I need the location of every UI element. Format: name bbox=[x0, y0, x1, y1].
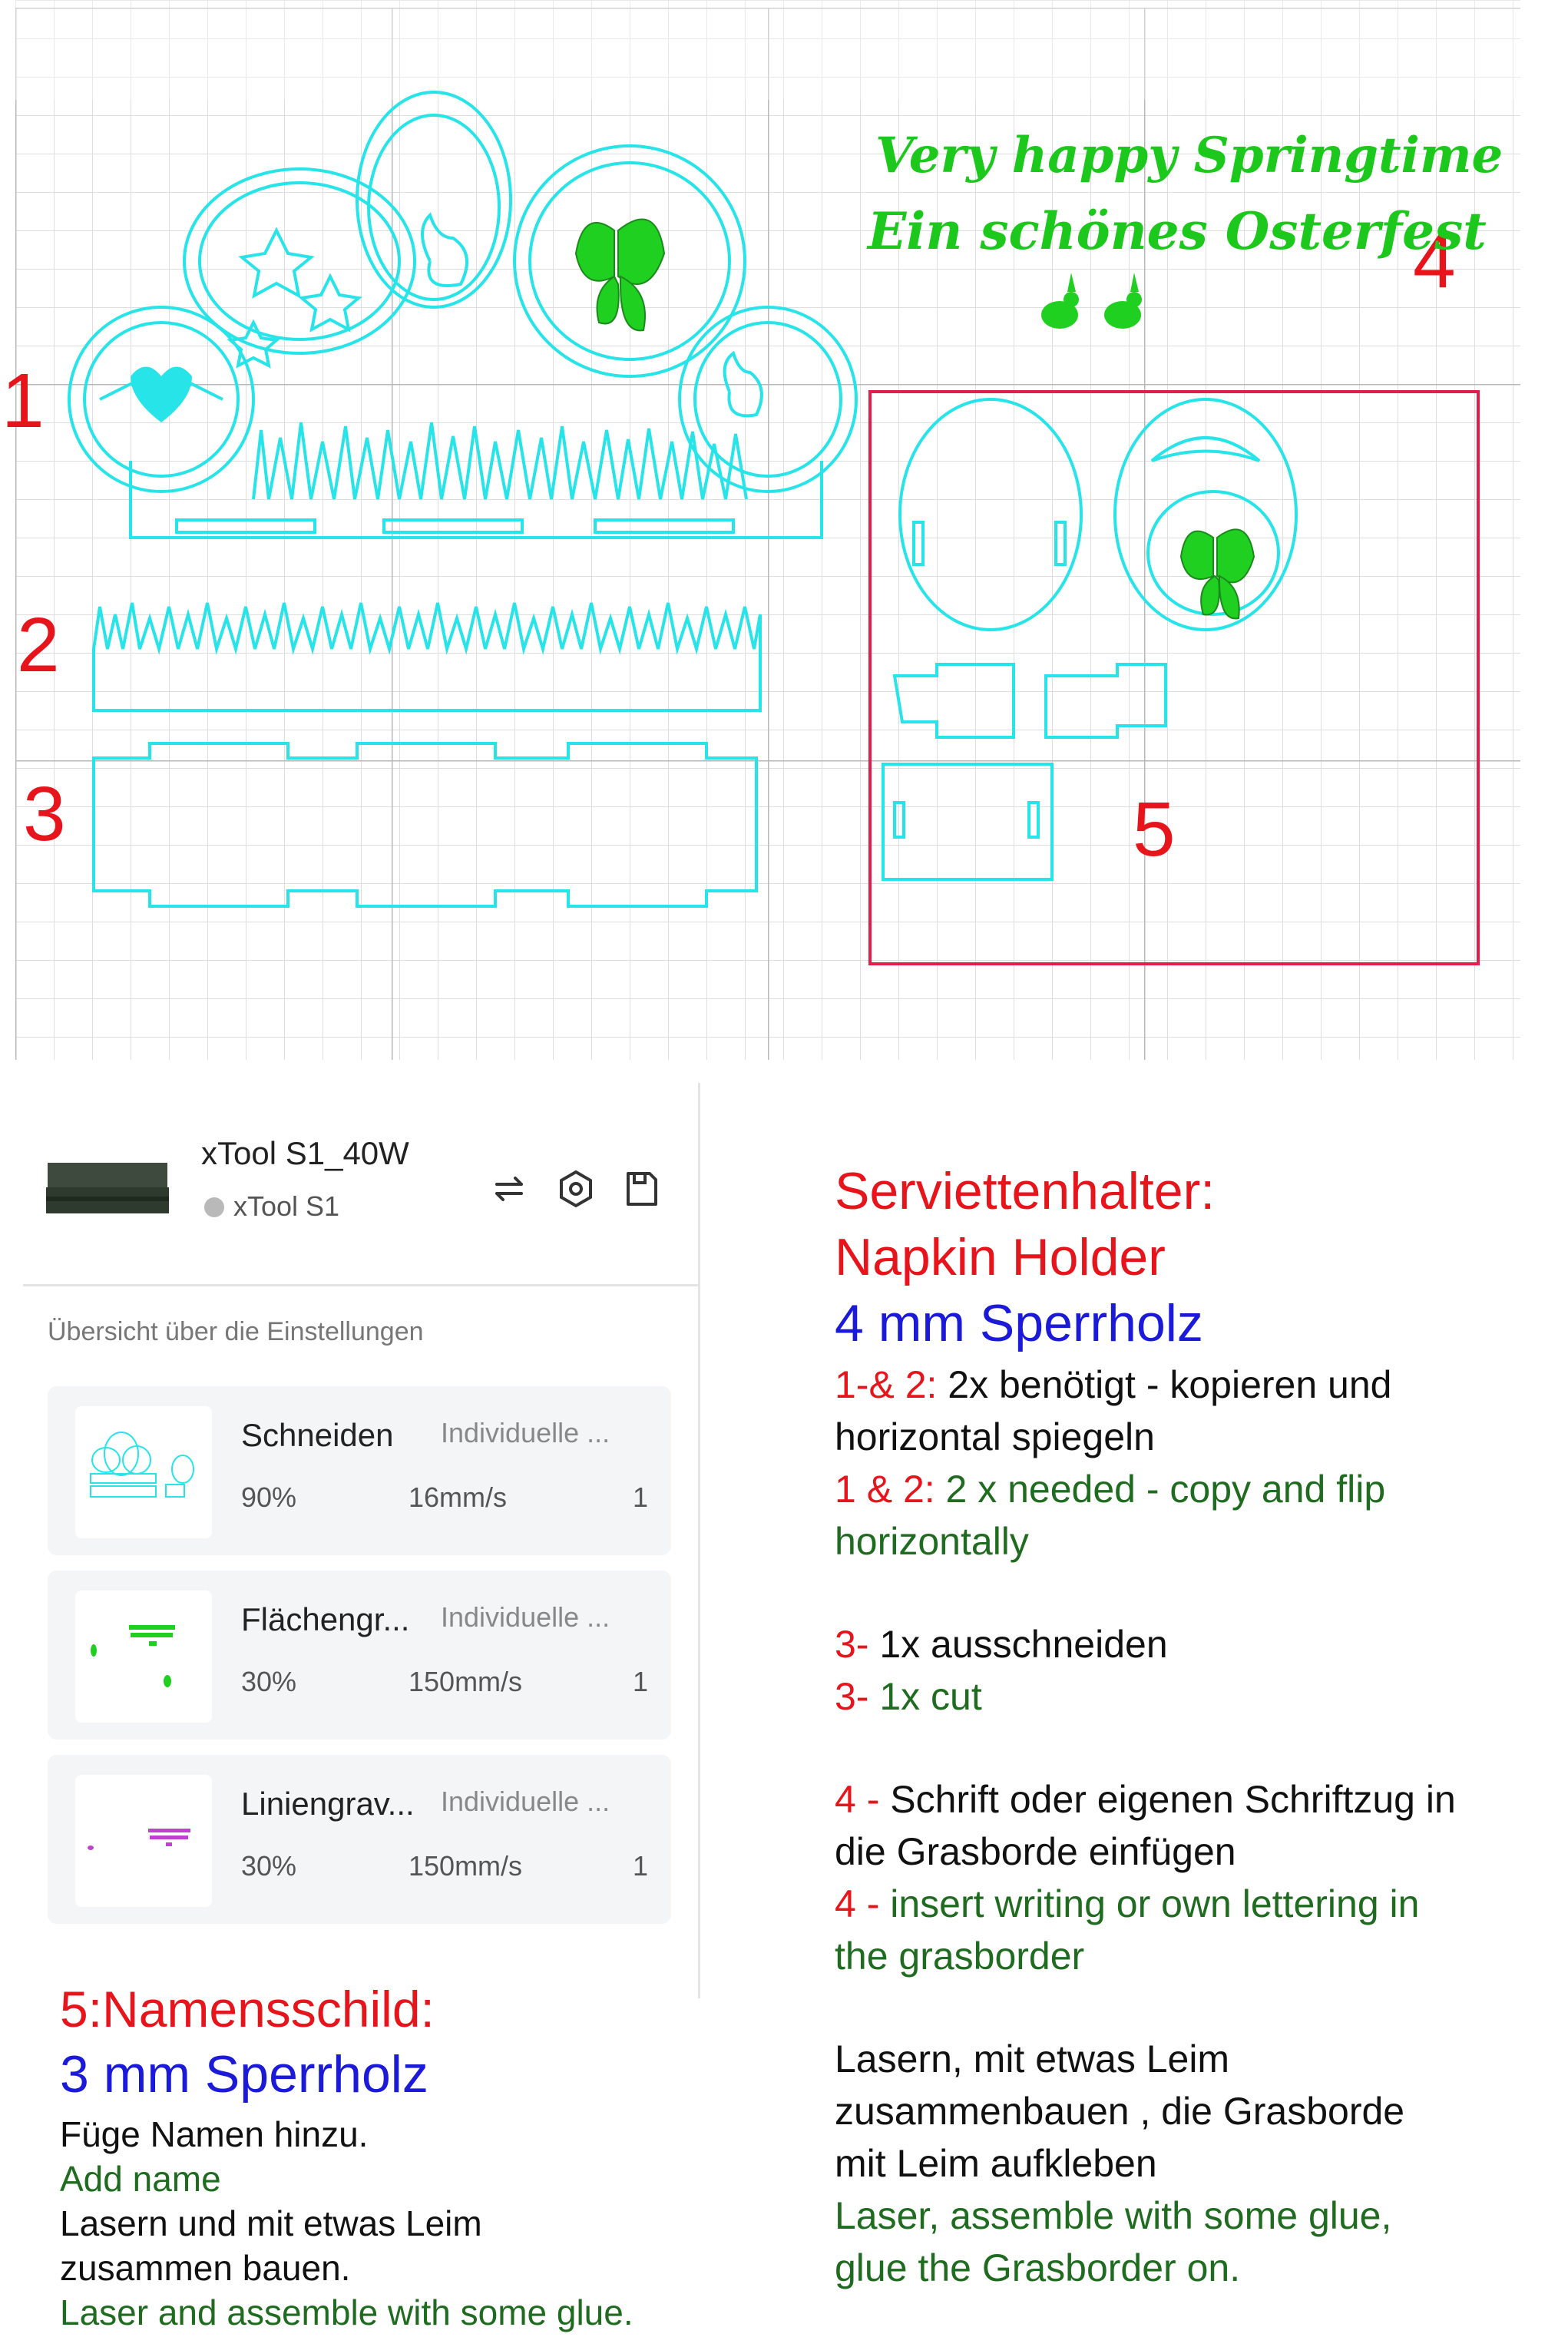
step-4-en-cont: the grasborder bbox=[835, 1935, 1085, 1978]
name-sign-line4: zusammen bauen. bbox=[60, 2248, 351, 2288]
step-3-en: 3- 1x cut bbox=[835, 1674, 982, 1719]
name-sign-line5: Laser and assemble with some glue. bbox=[60, 2292, 633, 2332]
part-2-grass-border[interactable] bbox=[92, 602, 762, 712]
layer-power: 30% bbox=[241, 1666, 297, 1697]
step-prefix: 4 - bbox=[835, 1882, 880, 1925]
name-sign-material: 3 mm Sperrholz bbox=[60, 2045, 428, 2104]
butterfly-engrave-2 bbox=[1179, 528, 1255, 620]
part-5-pieces[interactable] bbox=[882, 398, 1298, 881]
layer-power: 90% bbox=[241, 1481, 297, 1513]
butterfly-engrave-1 bbox=[574, 218, 666, 332]
device-model-label: xTool S1 bbox=[233, 1190, 340, 1222]
assembly-en-2: glue the Grasborder on. bbox=[835, 2246, 1241, 2289]
step-4-de-cont: die Grasborde einfügen bbox=[835, 1830, 1236, 1873]
heart-engrave bbox=[131, 366, 192, 422]
step-4-en: 4 - insert writing or own lettering in bbox=[835, 1882, 1419, 1926]
panel-divider-vertical bbox=[698, 1083, 700, 1998]
label-1: 1 bbox=[2, 358, 45, 444]
step-prefix: 1 & 2: bbox=[835, 1468, 935, 1511]
layer-card-line-engrave[interactable]: Liniengrav... Individuelle ... 30% 150mm… bbox=[48, 1755, 671, 1924]
layer-thumbnail bbox=[75, 1775, 212, 1907]
settings-hexagon-icon[interactable] bbox=[554, 1167, 597, 1210]
step-text: 2 x needed - copy and flip bbox=[935, 1468, 1386, 1511]
script-text-line1[interactable]: Very happy Springtime bbox=[875, 127, 1503, 184]
layer-card-cut[interactable]: Schneiden Individuelle ... 90% 16mm/s 1 bbox=[48, 1386, 671, 1555]
overview-title: Übersicht über die Einstellungen bbox=[48, 1317, 424, 1346]
holder-title-en: Napkin Holder bbox=[835, 1228, 1166, 1286]
label-4: 4 bbox=[1413, 218, 1456, 304]
device-image bbox=[46, 1163, 169, 1213]
layer-mode[interactable]: Individuelle ... bbox=[441, 1417, 610, 1448]
assembly-de-2: zusammenbauen , die Grasborde bbox=[835, 2090, 1405, 2133]
canvas-drawing[interactable] bbox=[0, 0, 1568, 1060]
part-1-holder[interactable] bbox=[68, 91, 858, 539]
layer-name: Schneiden bbox=[241, 1417, 394, 1453]
part-5-frame[interactable] bbox=[868, 390, 1480, 965]
layer-name: Liniengrav... bbox=[241, 1786, 415, 1822]
layer-mode[interactable]: Individuelle ... bbox=[441, 1601, 610, 1633]
layer-speed: 150mm/s bbox=[409, 1850, 523, 1882]
step-1-en: 1 & 2: 2 x needed - copy and flip bbox=[835, 1467, 1385, 1511]
step-3-de: 3- 1x ausschneiden bbox=[835, 1622, 1168, 1667]
step-prefix: 1-& 2: bbox=[835, 1363, 938, 1406]
name-sign-line3: Lasern und mit etwas Leim bbox=[60, 2203, 482, 2243]
part-3-base[interactable] bbox=[92, 742, 758, 908]
label-3: 3 bbox=[23, 771, 66, 857]
step-4-de: 4 - Schrift oder eigenen Schriftzug in bbox=[835, 1777, 1456, 1822]
device-model: xTool S1 bbox=[204, 1190, 339, 1223]
label-2: 2 bbox=[17, 602, 60, 688]
layer-passes: 1 bbox=[632, 1666, 648, 1697]
layer-card-fill-engrave[interactable]: Flächengr... Individuelle ... 30% 150mm/… bbox=[48, 1571, 671, 1740]
layer-passes: 1 bbox=[632, 1850, 648, 1882]
layer-power: 30% bbox=[241, 1850, 297, 1882]
step-1-en-cont: horizontally bbox=[835, 1520, 1029, 1563]
step-text: Schrift oder eigenen Schriftzug in bbox=[879, 1778, 1456, 1821]
holder-title-de: Serviettenhalter: bbox=[835, 1162, 1216, 1220]
bunny-line-engrave bbox=[1104, 273, 1142, 329]
step-text: 2x benötigt - kopieren und bbox=[937, 1363, 1392, 1406]
layer-thumbnail bbox=[75, 1591, 212, 1723]
layer-name: Flächengr... bbox=[241, 1601, 410, 1637]
layer-speed: 150mm/s bbox=[409, 1666, 523, 1697]
design-canvas[interactable]: 1 2 3 4 5 Very happy Springtime Ein schö… bbox=[0, 0, 1568, 1060]
step-text: insert writing or own lettering in bbox=[879, 1882, 1420, 1925]
step-prefix: 4 - bbox=[835, 1778, 880, 1821]
step-text: 1x ausschneiden bbox=[868, 1623, 1168, 1666]
name-sign-title: 5:Namensschild: bbox=[60, 1981, 435, 2037]
step-prefix: 3- bbox=[835, 1623, 869, 1666]
save-icon[interactable] bbox=[620, 1167, 663, 1210]
label-5: 5 bbox=[1133, 786, 1176, 872]
settings-panel: xTool S1_40W xTool S1 Übersicht über die… bbox=[0, 1083, 700, 1998]
layer-passes: 1 bbox=[632, 1481, 648, 1513]
step-prefix: 3- bbox=[835, 1675, 869, 1718]
bunnies-engrave bbox=[1041, 273, 1079, 329]
ruler-band bbox=[15, 0, 1520, 100]
step-1-de-cont: horizontal spiegeln bbox=[835, 1415, 1155, 1458]
assembly-de-3: mit Leim aufkleben bbox=[835, 2142, 1157, 2185]
step-text: 1x cut bbox=[868, 1675, 982, 1718]
layer-thumbnail bbox=[75, 1406, 212, 1538]
device-name: xTool S1_40W bbox=[201, 1135, 409, 1171]
holder-material: 4 mm Sperrholz bbox=[835, 1294, 1203, 1352]
layer-mode[interactable]: Individuelle ... bbox=[441, 1786, 610, 1817]
panel-divider-horizontal bbox=[23, 1284, 700, 1286]
assembly-en-1: Laser, assemble with some glue, bbox=[835, 2194, 1392, 2237]
swap-icon[interactable] bbox=[488, 1167, 531, 1210]
layer-speed: 16mm/s bbox=[409, 1481, 508, 1513]
script-text-line2[interactable]: Ein schönes Osterfest bbox=[868, 201, 1487, 261]
name-sign-line2: Add name bbox=[60, 2159, 221, 2199]
step-1-de: 1-& 2: 2x benötigt - kopieren und bbox=[835, 1362, 1391, 1407]
name-sign-line1: Füge Namen hinzu. bbox=[60, 2114, 369, 2154]
assembly-de-1: Lasern, mit etwas Leim bbox=[835, 2037, 1230, 2081]
status-dot-icon bbox=[204, 1197, 224, 1217]
